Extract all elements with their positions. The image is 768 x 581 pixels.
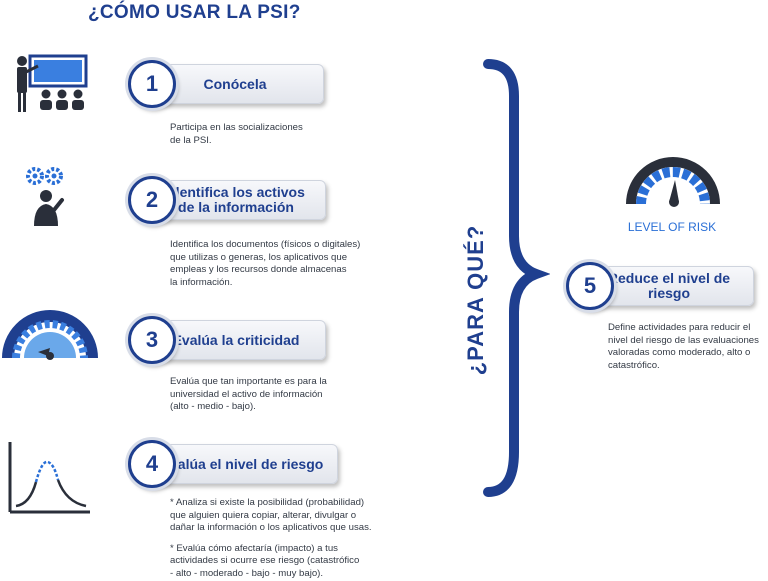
step-2-description: Identifica los documentos (físicos o dig… (170, 239, 361, 288)
step-1-description: Participa en las socializaciones de la P… (170, 122, 303, 146)
step-4-number: 4 (128, 440, 176, 488)
step-5: Reduce el nivel de riesgo 5 (566, 262, 756, 310)
step-4: Evalúa el nivel de riesgo 4 (128, 440, 338, 488)
curly-brace (483, 59, 550, 497)
step-5-number: 5 (566, 262, 614, 310)
presentation-icon (17, 54, 88, 112)
vertical-label: ¿PARA QUÉ? (463, 224, 488, 376)
step-5-title: Reduce el nivel de riesgo (584, 266, 754, 306)
step-3-description: Evalúa que tan importante es para la uni… (170, 376, 327, 412)
thinking-person-gears-icon (26, 167, 64, 226)
step-1-number: 1 (128, 60, 176, 108)
gauge-icon (2, 310, 98, 360)
bell-curve-icon (8, 442, 90, 514)
step-2-title: Identifica los activos de la información (146, 180, 326, 220)
step-5-description: Define actividades para reducir el nivel… (608, 322, 759, 371)
step-1: Conócela 1 (128, 60, 328, 108)
step-3-title: Evalúa la criticidad (146, 320, 326, 360)
step-2: Identifica los activos de la información… (128, 176, 328, 224)
step-4-title: Evalúa el nivel de riesgo (146, 444, 338, 484)
page-title: ¿CÓMO USAR LA PSI? (88, 2, 301, 23)
risk-gauge-icon (626, 157, 720, 207)
step-3: Evalúa la criticidad 3 (128, 316, 328, 364)
risk-gauge-label: LEVEL OF RISK (627, 220, 717, 234)
step-3-number: 3 (128, 316, 176, 364)
step-2-number: 2 (128, 176, 176, 224)
step-4-description: * Analiza si existe la posibilidad (prob… (170, 497, 372, 579)
